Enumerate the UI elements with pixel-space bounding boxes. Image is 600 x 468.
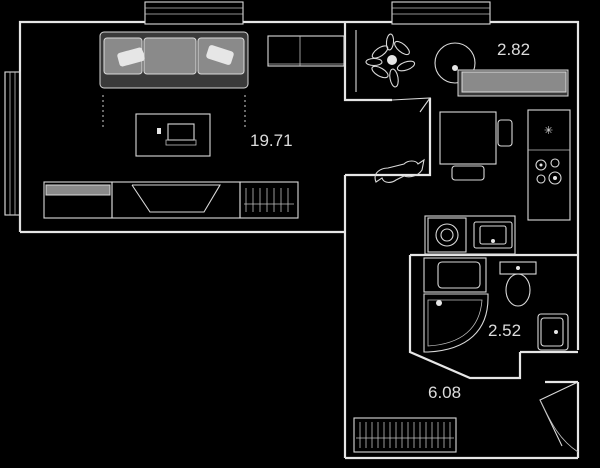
tv-icon (135, 113, 211, 157)
bathroom-area-label: 2.52 (488, 321, 521, 340)
plant-icon (365, 33, 416, 88)
living-room: 19.71 (43, 31, 345, 219)
cat-icon (374, 158, 425, 183)
sofa-icon (99, 31, 249, 89)
hall: 6.08 (353, 381, 579, 453)
shower-icon (423, 293, 489, 353)
sink-icon (537, 313, 569, 351)
interior-walls (343, 22, 578, 384)
stove-icon (535, 158, 562, 185)
windows (4, 1, 491, 216)
svg-text:✳: ✳ (544, 124, 553, 137)
kitchen-area-label: 2.82 (497, 40, 530, 59)
living-area-label: 19.71 (250, 131, 293, 150)
hall-area-label: 6.08 (428, 383, 461, 402)
kitchen: 2.82 ✳ (365, 33, 571, 221)
toilet-icon (499, 261, 537, 307)
bathroom: 2.52 (423, 215, 569, 353)
washing-machine-icon (427, 217, 467, 253)
